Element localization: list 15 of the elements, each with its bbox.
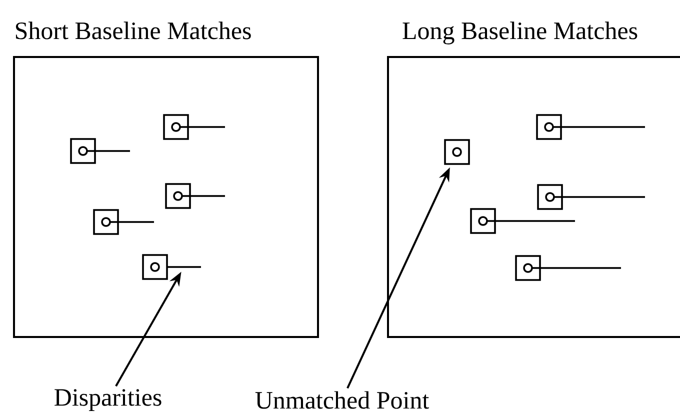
feature-marker xyxy=(515,255,621,281)
feature-marker xyxy=(142,254,168,280)
feature-marker xyxy=(444,139,470,165)
disparity-line xyxy=(167,266,201,268)
panel-title: Long Baseline Matches xyxy=(402,22,638,44)
feature-marker xyxy=(70,138,130,164)
callout-label: Unmatched Point xyxy=(255,391,429,409)
panel-title: Short Baseline Matches xyxy=(16,22,251,40)
feature-marker xyxy=(536,114,645,140)
feature-marker xyxy=(470,208,575,234)
feature-marker xyxy=(165,183,225,209)
feature-marker xyxy=(163,114,225,140)
feature-marker xyxy=(537,184,645,210)
feature-marker xyxy=(93,209,154,235)
callout-label: Disparities xyxy=(54,389,162,411)
